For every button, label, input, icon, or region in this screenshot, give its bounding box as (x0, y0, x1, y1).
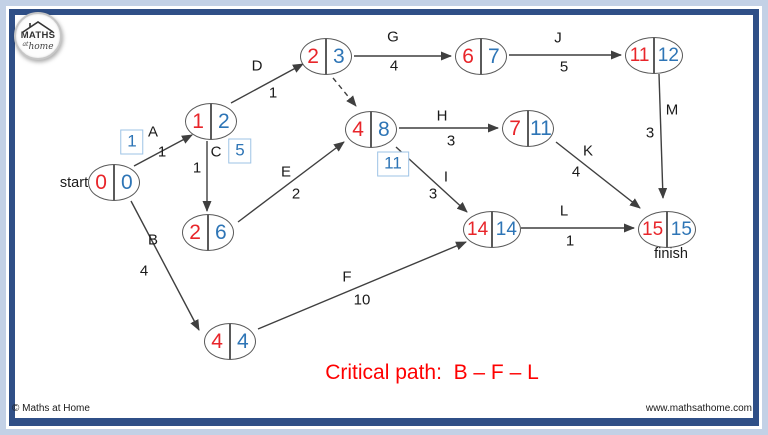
node-divider (370, 111, 372, 147)
node-divider (666, 211, 668, 247)
edge-label-A: A (147, 123, 159, 141)
start-label: start (59, 175, 89, 191)
node-divider (229, 323, 231, 359)
early-time: 6 (462, 44, 474, 68)
event-node: 1 2 (185, 102, 237, 140)
edge-label-I: I (443, 168, 449, 186)
node-divider (527, 110, 529, 146)
edge-label-C: C (210, 143, 222, 161)
critical-path-caption: Critical path: B – F – L (325, 361, 539, 384)
logo-title: MATHS (20, 30, 56, 41)
edge-weight-C: 1 (192, 159, 202, 177)
roof-icon (22, 21, 54, 33)
early-time: 4 (211, 329, 223, 353)
edge-label-G: G (387, 28, 399, 46)
node-divider (210, 103, 212, 139)
node-divider (113, 164, 115, 200)
early-time: 2 (307, 44, 319, 68)
float-box-1: 1 (120, 129, 144, 155)
late-time: 2 (218, 109, 230, 133)
early-time: 0 (95, 170, 107, 194)
early-time: 2 (189, 220, 201, 244)
logo-home: home (28, 42, 54, 52)
late-time: 15 (670, 218, 692, 240)
edge-weight-B: 4 (139, 262, 149, 280)
maths-at-home-logo: MATHS athome (14, 12, 62, 60)
edge-label-M: M (665, 101, 679, 119)
edge-F (257, 241, 467, 330)
node-divider (491, 211, 493, 247)
node-divider (653, 37, 655, 73)
event-node: 14 14 (463, 210, 521, 248)
edge-label-B: B (147, 231, 159, 249)
logo-at: at (22, 41, 29, 48)
finish-label: finish (654, 246, 688, 262)
node-divider (207, 214, 209, 250)
event-node: 4 8 (345, 110, 397, 148)
edge-weight-K: 4 (571, 163, 581, 181)
late-time: 3 (333, 44, 345, 68)
late-time: 6 (215, 220, 227, 244)
event-node: 11 12 (625, 36, 683, 74)
event-node: 15 15 (638, 210, 696, 248)
edge-weight-A: 1 (157, 143, 167, 161)
late-time: 12 (657, 44, 679, 66)
early-time: 7 (509, 116, 521, 140)
early-time: 11 (629, 44, 650, 66)
edge-K (555, 141, 641, 209)
logo-subtitle: athome (22, 40, 53, 52)
edge-weight-E: 2 (291, 185, 301, 203)
edge-weight-I: 3 (428, 185, 438, 203)
early-time: 1 (192, 109, 204, 133)
event-node: 2 3 (300, 37, 352, 75)
footer-website: www.mathsathome.com (645, 403, 752, 414)
late-time: 4 (237, 329, 249, 353)
late-time: 8 (378, 117, 390, 141)
edge-label-E: E (280, 163, 292, 181)
late-time: 7 (488, 44, 500, 68)
edge-weight-J: 5 (559, 58, 569, 76)
edge-D (230, 63, 304, 104)
node-divider (325, 38, 327, 74)
edge-label-H: H (436, 107, 448, 125)
early-time: 4 (352, 117, 364, 141)
edge-dashed-dependency (332, 77, 357, 107)
edge-weight-L: 1 (565, 232, 575, 250)
early-time: 15 (642, 218, 664, 240)
footer-copyright: © Maths at Home (12, 403, 90, 414)
event-node: 6 7 (455, 37, 507, 75)
float-box-11: 11 (377, 151, 409, 177)
edge-weight-G: 4 (389, 57, 399, 75)
edge-label-J: J (554, 29, 562, 47)
edge-weight-D: 1 (268, 84, 278, 102)
edge-label-L: L (559, 202, 569, 220)
event-node: 4 4 (204, 322, 256, 360)
event-node: 0 0 (88, 163, 140, 201)
late-time: 0 (121, 170, 133, 194)
node-divider (480, 38, 482, 74)
edge-E (237, 141, 345, 223)
edge-label-K: K (582, 142, 594, 160)
edge-label-F: F (342, 268, 352, 286)
event-node: 7 11 (502, 109, 554, 147)
edge-weight-M: 3 (645, 124, 655, 142)
float-box-5: 5 (228, 138, 252, 164)
edge-weight-F: 10 (353, 291, 371, 309)
late-time: 11 (529, 116, 552, 140)
early-time: 14 (467, 218, 489, 240)
edge-label-D: D (251, 57, 263, 75)
late-time: 14 (495, 218, 517, 240)
edge-weight-H: 3 (446, 132, 456, 150)
edge-M (658, 73, 668, 199)
event-node: 2 6 (182, 213, 234, 251)
